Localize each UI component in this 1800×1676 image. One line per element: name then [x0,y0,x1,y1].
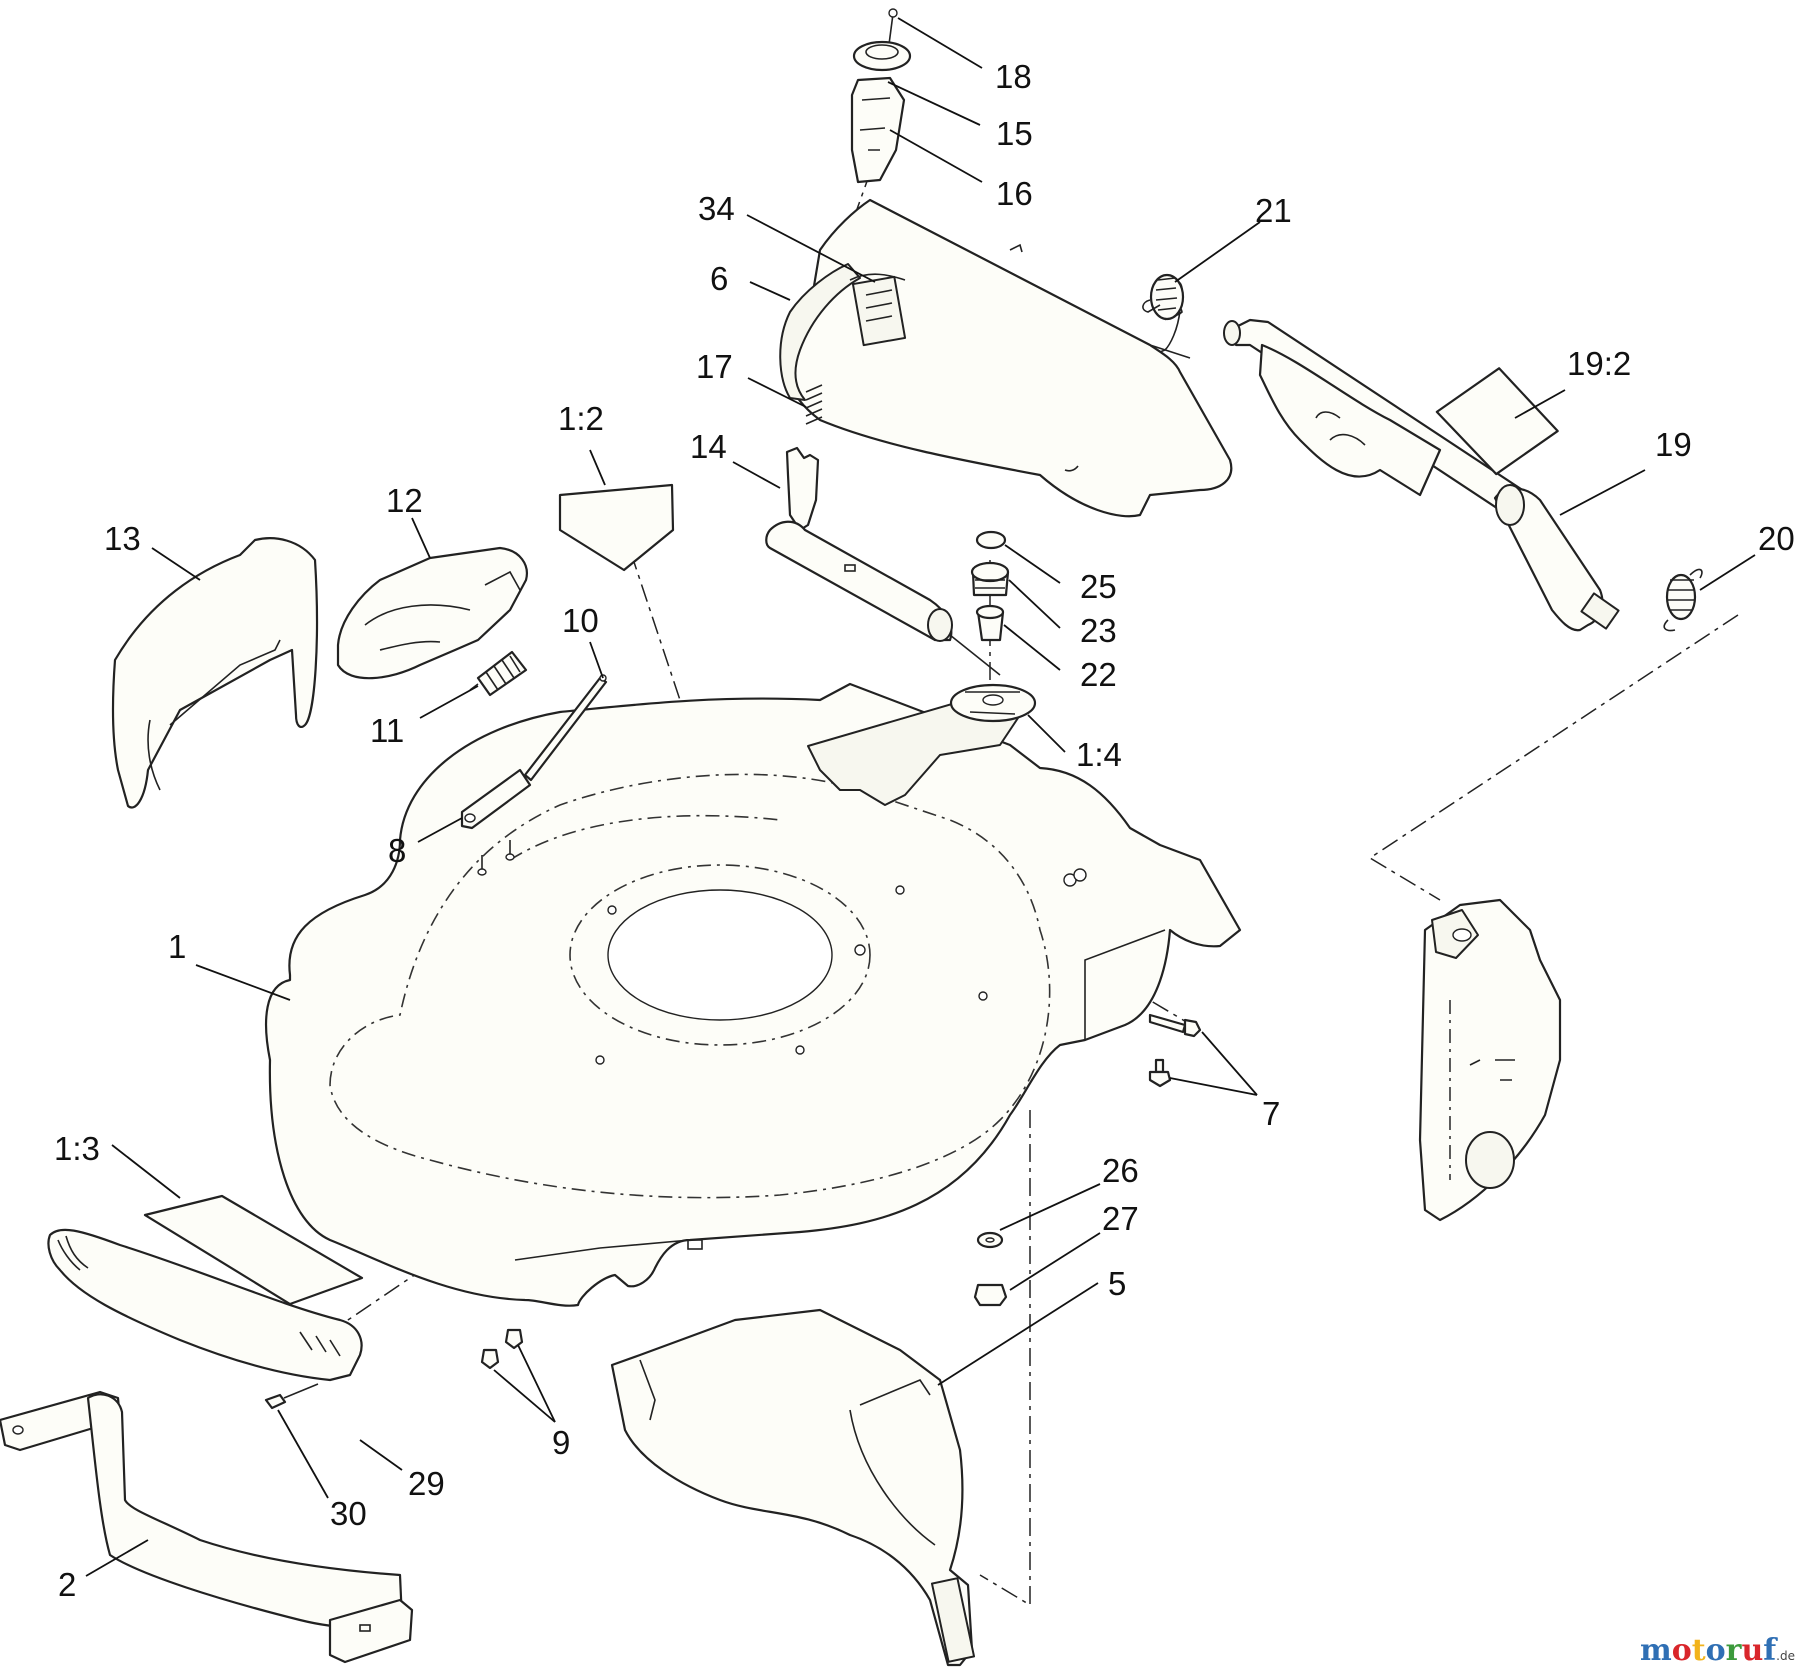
rear-door-rod [1223,318,1620,632]
callout-9: 9 [552,1424,570,1461]
callout-15: 15 [996,115,1033,152]
spring-20 [1663,568,1703,632]
callout-25: 25 [1080,568,1117,605]
callout-labels: 18 15 16 34 21 6 17 19:2 19 1:2 14 20 12… [54,58,1795,1603]
callout-11: 11 [370,712,404,749]
callout-21: 21 [1255,192,1292,229]
callout-23: 23 [1080,612,1117,649]
spring-21 [1142,273,1185,353]
callout-2: 2 [58,1566,76,1603]
mower-deck [265,682,1242,1307]
callout-19-2: 19:2 [1567,345,1631,382]
callout-18: 18 [995,58,1032,95]
callout-17: 17 [696,348,733,385]
height-bracket [765,384,1001,676]
decal-19-2 [1435,367,1559,476]
rod-10 [523,674,608,782]
callout-1-2: 1:2 [558,400,604,437]
callout-29: 29 [408,1465,445,1502]
callout-20: 20 [1758,520,1795,557]
callout-34: 34 [698,190,735,227]
shroud-13 [111,537,319,809]
spring-11 [469,650,528,697]
callout-26: 26 [1102,1152,1139,1189]
front-shroud-29 [47,1228,363,1382]
decal-1-3 [143,1194,364,1306]
side-plate [1418,898,1562,1222]
height-adjuster [850,8,912,184]
callout-12: 12 [386,482,423,519]
callout-22: 22 [1080,656,1117,693]
bushing-stack [949,530,1037,723]
bracket-8 [460,768,532,876]
callout-19: 19 [1655,426,1692,463]
callout-14: 14 [690,428,727,465]
shroud-12 [336,546,528,680]
callout-5: 5 [1108,1265,1126,1302]
callout-10: 10 [562,602,599,639]
screws-9 [480,1328,524,1370]
callout-1: 1 [168,928,186,965]
callout-7: 7 [1262,1095,1280,1132]
rear-cover [779,198,1233,518]
nut-27 [973,1283,1008,1307]
bracket-2 [0,1390,414,1664]
callout-6: 6 [710,260,728,297]
callout-27: 27 [1102,1200,1139,1237]
washer-26 [976,1231,1004,1249]
callout-16: 16 [996,175,1033,212]
screw-30 [264,1383,319,1410]
callout-8: 8 [388,832,406,869]
decal-1-2 [558,483,675,572]
watermark-logo: motoruf.de [1640,1633,1795,1668]
leader-lines [85,17,1756,1577]
callout-1-4: 1:4 [1076,736,1122,773]
callout-30: 30 [330,1495,367,1532]
bolts-7 [1148,1013,1202,1088]
svg-text:motoruf.de: motoruf.de [1640,1633,1795,1668]
callout-1-3: 1:3 [54,1130,100,1167]
callout-13: 13 [104,520,141,557]
discharge-chute-5 [610,1308,976,1667]
